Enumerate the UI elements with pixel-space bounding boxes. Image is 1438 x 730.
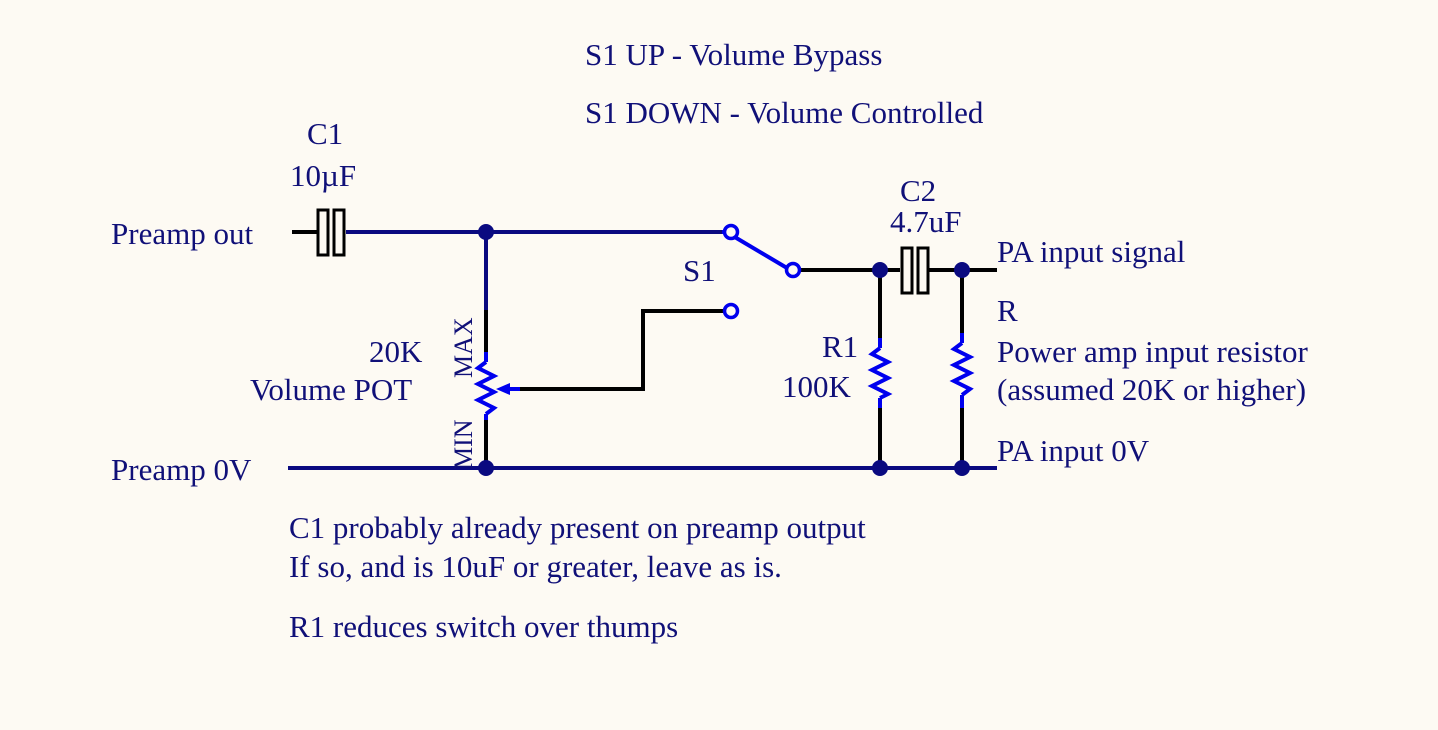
c1-plate-left (316, 208, 330, 257)
r-zigzag (949, 341, 975, 397)
capacitor-c1: C1 10µF (290, 116, 356, 257)
switch-s1: S1 (683, 223, 802, 320)
r1-value: 100K (782, 369, 852, 404)
pot-wiper-arrow (496, 383, 510, 395)
node-pot-ground (478, 460, 494, 476)
pot-zigzag (473, 360, 499, 416)
terminal-preamp-0v: Preamp 0V (111, 452, 252, 487)
c2-value: 4.7uF (890, 204, 962, 239)
c1-value: 10µF (290, 158, 356, 193)
s1-down-contact (722, 302, 740, 320)
r-load-desc-1: Power amp input resistor (997, 334, 1308, 369)
pot-min-label: MIN (449, 419, 478, 470)
r1-ref: R1 (822, 329, 858, 364)
pot-value: 20K (369, 334, 423, 369)
r1-zigzag (867, 346, 893, 400)
c2-plate-right (916, 246, 930, 295)
wire-wiper-to-s1 (508, 309, 724, 391)
r-load-desc-2: (assumed 20K or higher) (997, 372, 1306, 407)
junctions (478, 224, 970, 476)
pot-name: Volume POT (250, 372, 412, 407)
capacitor-c2: C2 4.7uF (890, 173, 962, 295)
resistor-r-load: R Power amp input resistor (assumed 20K … (949, 293, 1308, 408)
s1-common-contact (784, 261, 802, 279)
r-load-ref: R (997, 293, 1018, 328)
c1-ref: C1 (307, 116, 343, 151)
s1-blade (731, 234, 789, 270)
c2-plate-left (900, 246, 914, 295)
s1-up-contact (722, 223, 740, 241)
volume-pot: MAX MIN 20K Volume POT (250, 317, 520, 470)
node-r1-top (872, 262, 888, 278)
node-r-top (954, 262, 970, 278)
note-s1-up: S1 UP - Volume Bypass (585, 37, 882, 72)
c2-ref: C2 (900, 173, 936, 208)
note-c1-line2: If so, and is 10uF or greater, leave as … (289, 549, 782, 584)
s1-ref: S1 (683, 253, 716, 288)
terminal-preamp-out: Preamp out (111, 216, 253, 251)
terminal-pa-input-0v: PA input 0V (997, 433, 1150, 468)
terminal-pa-input-signal: PA input signal (997, 234, 1185, 269)
note-s1-down: S1 DOWN - Volume Controlled (585, 95, 984, 130)
node-r-ground (954, 460, 970, 476)
pot-max-label: MAX (449, 317, 478, 378)
resistor-r1: R1 100K (782, 329, 893, 408)
note-c1-line1: C1 probably already present on preamp ou… (289, 510, 866, 545)
node-pot-top (478, 224, 494, 240)
node-r1-ground (872, 460, 888, 476)
note-r1: R1 reduces switch over thumps (289, 609, 678, 644)
c1-plate-right (332, 208, 346, 257)
